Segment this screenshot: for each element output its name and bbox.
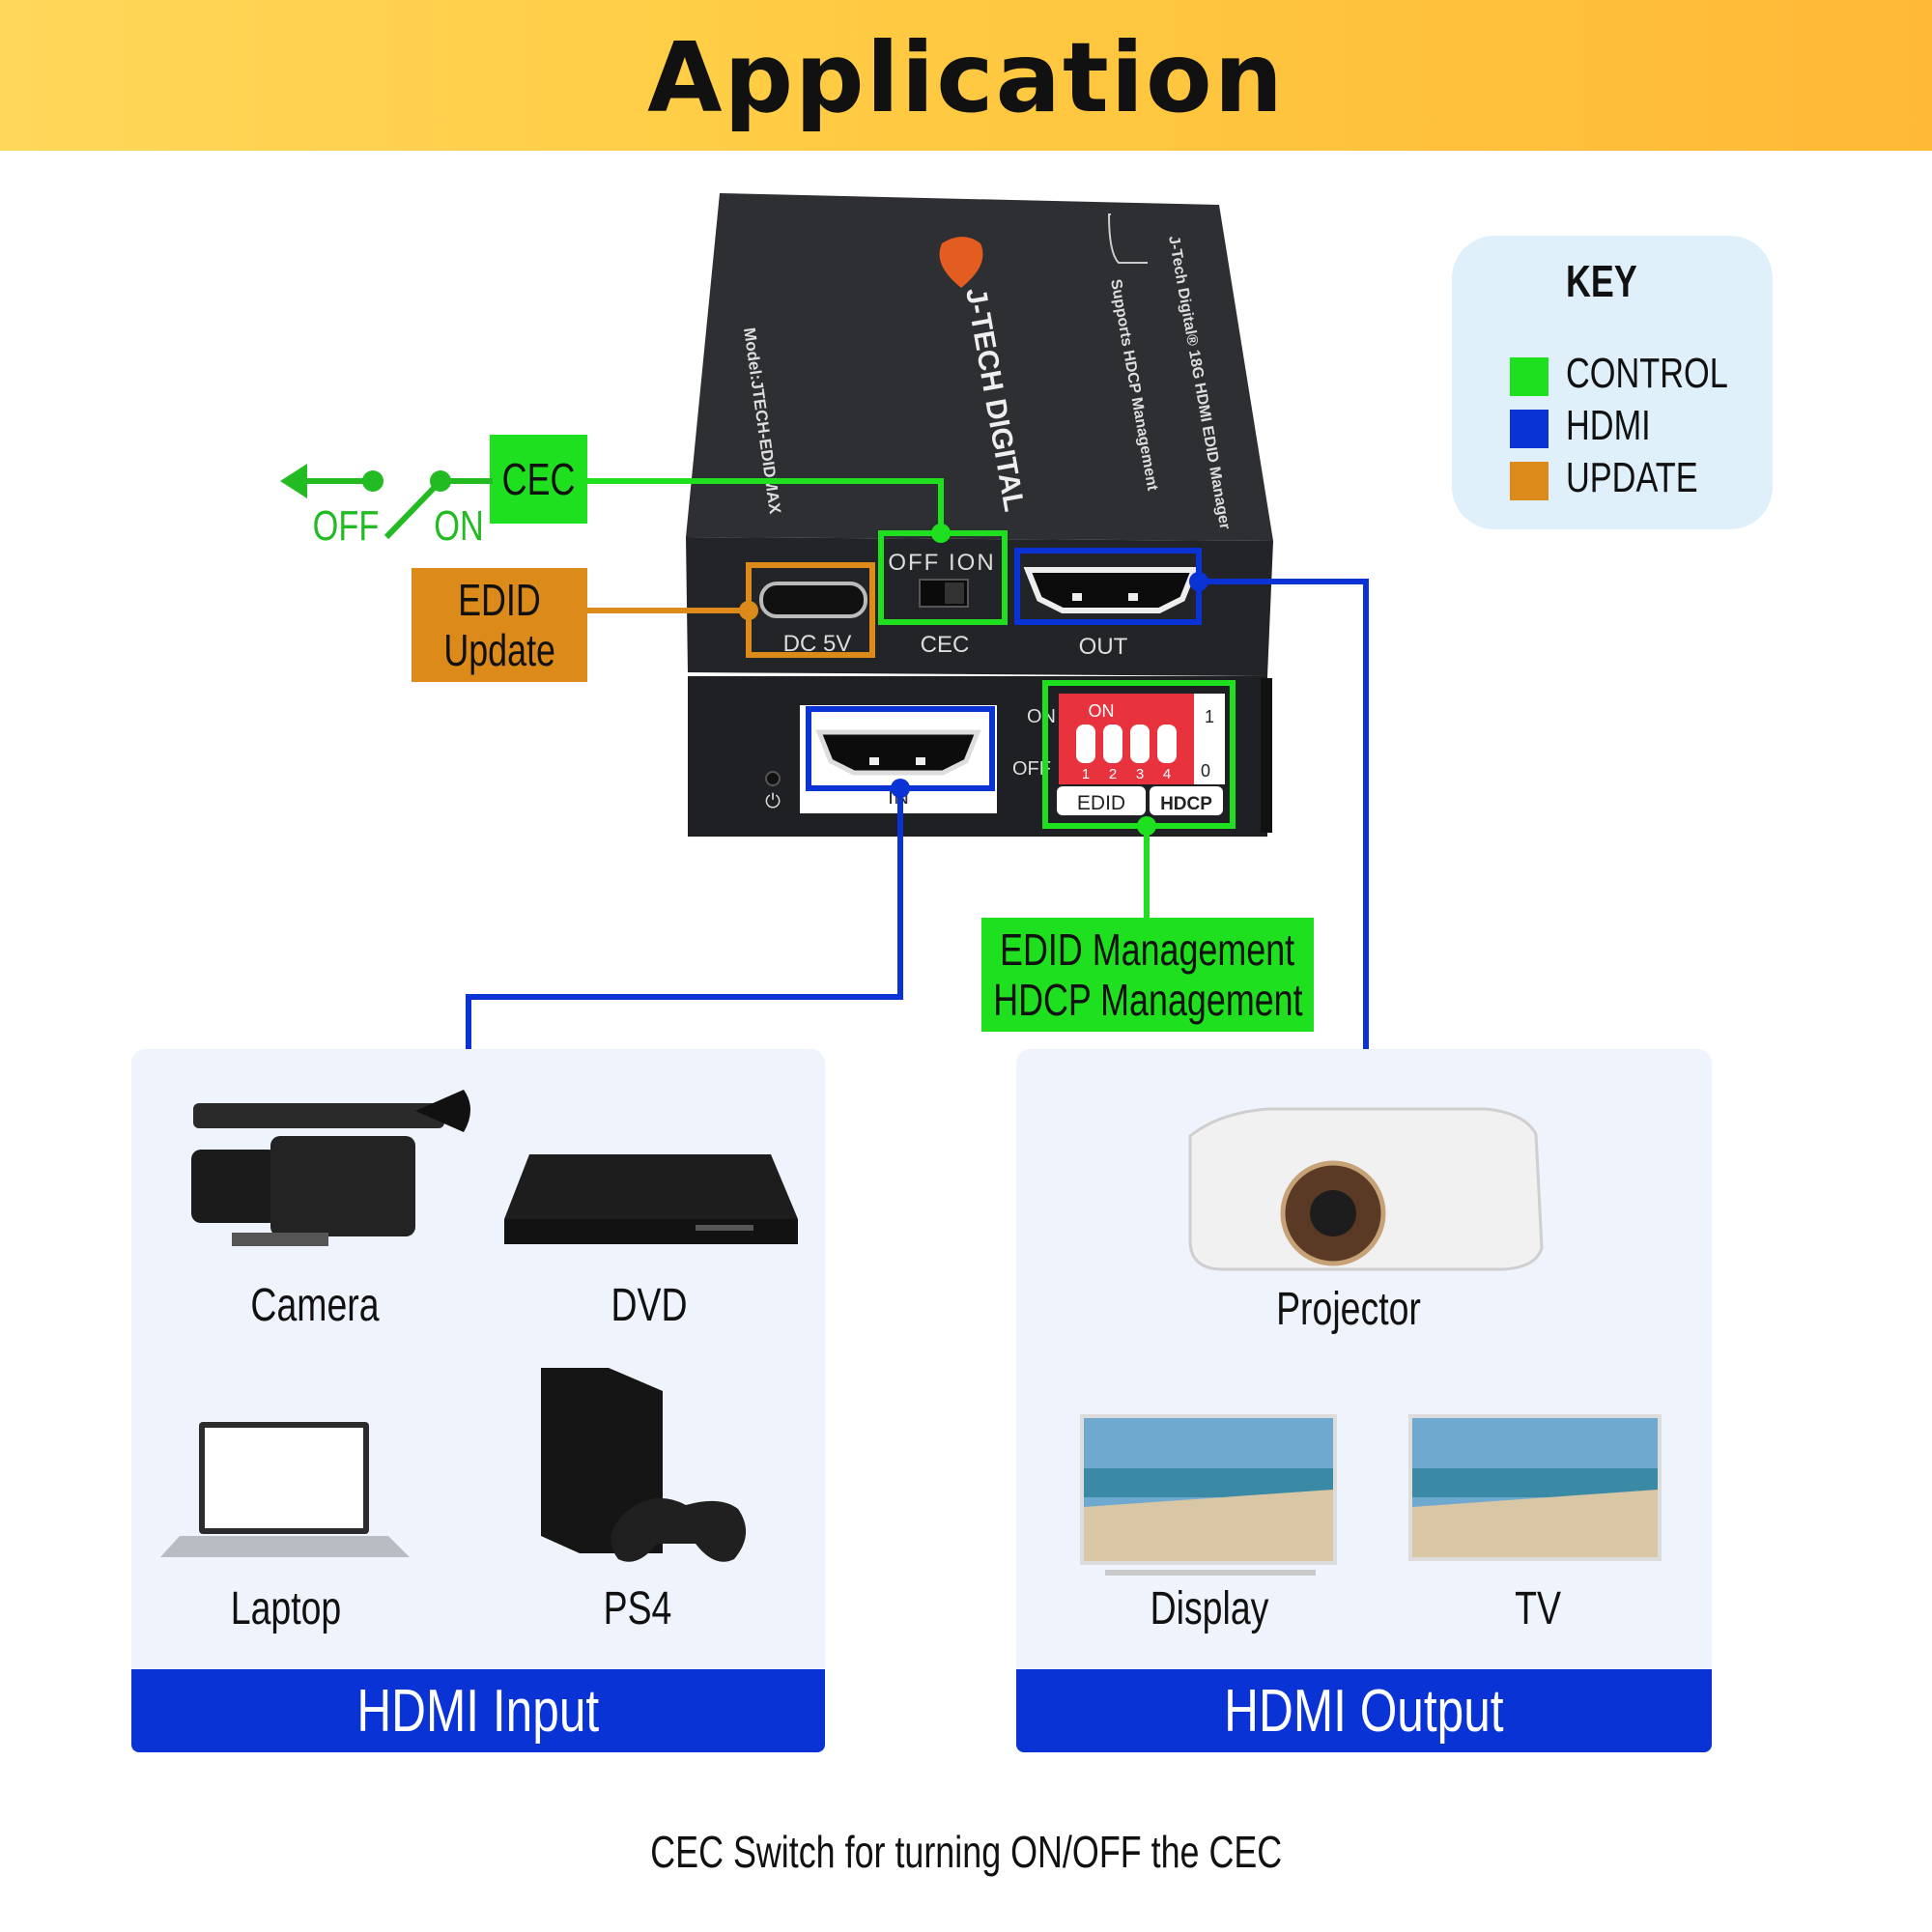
dip-switch-4[interactable] <box>1157 724 1177 763</box>
arrow-left-icon <box>280 464 307 498</box>
product-name: J-Tech Digital® 18G HDMI EDID Manager <box>1165 235 1233 531</box>
dip-number-2: 2 <box>1109 766 1117 782</box>
cec-line <box>580 478 944 533</box>
dc-port-label: DC 5V <box>783 631 852 657</box>
hdmi-out-port[interactable] <box>1023 567 1199 613</box>
switch-on-label: ON <box>434 502 484 550</box>
dip-side-on: ON <box>1027 706 1056 727</box>
dip-number-1: 1 <box>1082 766 1090 782</box>
legend-swatch-control <box>1510 357 1548 396</box>
dip-number-4: 4 <box>1163 766 1171 782</box>
legend-title: KEY <box>1566 256 1637 306</box>
dip-hdcp-label: HDCP <box>1160 794 1212 814</box>
hdmi-input-title: HDMI Input <box>356 1677 600 1745</box>
device-upper-front <box>686 537 1273 676</box>
hdmi-input-panel: HDMI Input <box>131 1049 825 1752</box>
cec-highlight <box>878 530 1008 625</box>
hdmi-output-panel: HDMI Output <box>1016 1049 1712 1752</box>
cec-switch-knob[interactable] <box>945 582 964 604</box>
dc-highlight <box>746 562 875 658</box>
management-line1: EDID Management <box>1000 923 1295 975</box>
dip-switch-block <box>1059 694 1194 784</box>
device-top-case <box>686 193 1273 541</box>
edid-manager-device: J-TECH DIGITAL J-Tech Digital® 18G HDMI … <box>686 193 1273 837</box>
dip-edid-label: EDID <box>1077 792 1125 814</box>
dip-switch-1[interactable] <box>1076 724 1095 763</box>
dip-switches[interactable] <box>1076 724 1177 763</box>
brand-name: J-TECH DIGITAL <box>959 285 1030 514</box>
dip-zero-label: 0 <box>1201 761 1210 781</box>
dip-highlight <box>1042 680 1236 829</box>
device-label-projector: Projector <box>1276 1284 1421 1335</box>
legend: KEY CONTROL HDMI UPDATE <box>1452 236 1773 529</box>
legend-label-control: CONTROL <box>1566 350 1728 397</box>
power-icon: ⏻ <box>765 791 781 812</box>
hdmi-in-highlight <box>806 706 995 791</box>
brand-logo-icon <box>939 237 983 288</box>
legend-label-hdmi: HDMI <box>1566 402 1651 449</box>
cec-switch[interactable] <box>919 579 969 608</box>
cec-callout: CEC <box>490 435 587 524</box>
dip-switch-2[interactable] <box>1103 724 1122 763</box>
dip-side-off: OFF <box>1012 758 1051 780</box>
device-label-display: Display <box>1150 1583 1269 1634</box>
hdmi-out-highlight <box>1014 548 1202 625</box>
device-label-tv: TV <box>1515 1583 1561 1634</box>
hdmi-output-bar: HDMI Output <box>1016 1669 1712 1752</box>
cec-port-label: CEC <box>921 632 970 658</box>
edid-update-callout: EDID Update <box>412 568 587 682</box>
device-label-laptop: Laptop <box>230 1583 342 1634</box>
management-callout: EDID Management HDCP Management <box>981 918 1314 1032</box>
device-lower-front <box>688 676 1267 837</box>
dip-number-3: 3 <box>1136 766 1144 782</box>
page-title: Application <box>647 21 1285 134</box>
brand-logo: J-TECH DIGITAL J-Tech Digital® 18G HDMI … <box>740 213 1233 531</box>
footer-text: CEC Switch for turning ON/OFF the CEC <box>649 1827 1282 1877</box>
hdmi-input-bar: HDMI Input <box>131 1669 825 1752</box>
hdmi-in-label: IN <box>888 784 909 809</box>
device-label-dvd: DVD <box>611 1280 688 1331</box>
legend-label-update: UPDATE <box>1566 454 1698 501</box>
hdmi-in-plate <box>800 705 997 813</box>
model-number: Model:JTECH-EDIDMAX <box>740 327 784 516</box>
power-led <box>765 771 781 786</box>
title-banner: Application <box>0 0 1932 151</box>
footer-caption: CEC Switch for turning ON/OFF the CEC <box>0 1826 1932 1878</box>
edid-update-line2: Update <box>443 625 555 675</box>
dip-on-label: ON <box>1089 701 1115 721</box>
hdmi-out-label: OUT <box>1079 634 1128 660</box>
legend-swatch-hdmi <box>1510 410 1548 448</box>
hdmi-in-line <box>466 788 903 1049</box>
switch-off-label: OFF <box>312 502 380 550</box>
device-label-ps4: PS4 <box>603 1583 672 1634</box>
dip-switch-3[interactable] <box>1130 724 1150 763</box>
product-feature: Supports HDCP Management <box>1107 278 1160 493</box>
device-label-camera: Camera <box>250 1280 380 1331</box>
hdmi-in-port[interactable] <box>815 729 981 776</box>
management-line2: HDCP Management <box>992 975 1303 1025</box>
legend-swatch-update <box>1510 462 1548 500</box>
edid-update-line1: EDID <box>458 574 541 625</box>
cec-switch-states: OFF ION <box>888 550 995 576</box>
usb-c-power-port[interactable] <box>759 582 867 618</box>
hdmi-output-title: HDMI Output <box>1224 1677 1504 1745</box>
dip-one-label: 1 <box>1205 707 1214 726</box>
